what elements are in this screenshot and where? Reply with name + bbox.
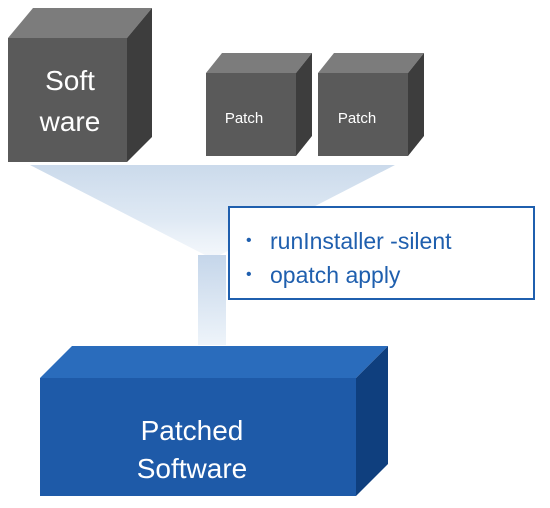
patch-label-1: Patch [224, 110, 264, 127]
patch-cube-1 [206, 53, 312, 156]
software-cube [8, 8, 152, 162]
patched-software-label-line2: Software [136, 453, 248, 484]
software-label-line2: ware [39, 106, 101, 137]
software-label-line1: Soft [45, 65, 95, 96]
patched-software-label-line1: Patched [140, 415, 244, 446]
bullet-icon: • [246, 232, 252, 249]
command-list: • runInstaller -silent • opatch apply [230, 208, 533, 292]
software-label: Soft ware [14, 60, 126, 142]
command-item: • runInstaller -silent [246, 224, 533, 258]
command-text-2: opatch apply [270, 262, 401, 288]
bullet-icon: • [246, 266, 252, 283]
funnel [30, 165, 395, 345]
command-box: • runInstaller -silent • opatch apply [228, 206, 535, 300]
patched-software-cube [40, 346, 388, 496]
patched-software-label: Patched Software [48, 412, 336, 488]
command-item: • opatch apply [246, 258, 533, 292]
patch-cube-2 [318, 53, 424, 156]
patch-label-2: Patch [337, 110, 377, 127]
command-text-1: runInstaller -silent [270, 228, 452, 254]
